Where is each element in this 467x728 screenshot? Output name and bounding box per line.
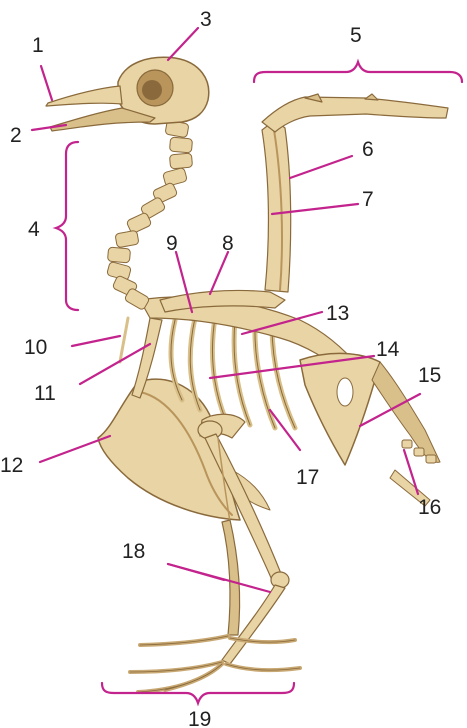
- leader-1: [41, 66, 52, 100]
- label-13: 13: [326, 302, 349, 325]
- leader-10: [72, 336, 120, 346]
- leader-8: [210, 252, 228, 294]
- label-17: 17: [296, 466, 319, 489]
- furcula: [120, 318, 128, 362]
- label-1: 1: [32, 34, 44, 57]
- brace-4: [56, 142, 78, 310]
- label-18: 18: [122, 540, 145, 563]
- upper-beak: [46, 86, 122, 106]
- second-leg: [222, 520, 240, 635]
- label-19: 19: [188, 708, 211, 728]
- label-16: 16: [418, 496, 441, 519]
- label-7: 7: [362, 188, 374, 211]
- leader-6: [290, 156, 352, 178]
- label-5: 5: [350, 24, 362, 47]
- label-9: 9: [166, 232, 178, 255]
- hand-bones: [262, 97, 448, 132]
- leader-3: [168, 28, 198, 60]
- pelvis: [300, 353, 380, 465]
- leader-18b: [168, 564, 224, 580]
- label-15: 15: [418, 364, 441, 387]
- label-12: 12: [0, 454, 23, 477]
- wing-bones: [160, 94, 448, 312]
- leader-12: [40, 436, 110, 462]
- brace-19: [102, 683, 294, 703]
- label-4: 4: [28, 218, 40, 241]
- leg-bones: [198, 414, 289, 664]
- label-11: 11: [34, 382, 56, 405]
- bird-skeleton-illustration: [46, 57, 448, 692]
- neck-vertebrae: [107, 120, 193, 310]
- label-10: 10: [24, 336, 47, 359]
- label-14: 14: [376, 338, 400, 361]
- label-8: 8: [222, 232, 234, 255]
- label-6: 6: [362, 138, 374, 161]
- brace-5: [254, 62, 462, 82]
- label-2: 2: [10, 124, 22, 147]
- label-3: 3: [200, 8, 212, 31]
